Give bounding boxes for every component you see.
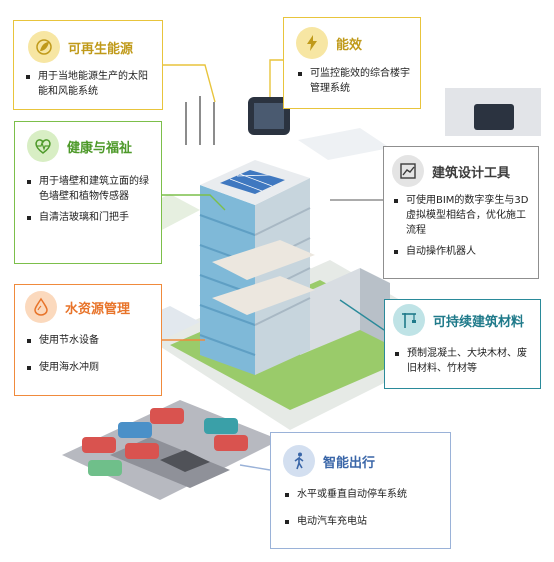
water-management-panel: 水资源管理 使用节水设备 使用海水冲厕: [14, 284, 162, 396]
list-item: 电动汽车充电站: [283, 514, 443, 529]
cutaway-floor-1: [212, 240, 315, 280]
smart-mobility-panel: 智能出行 水平或垂直自动停车系统 电动汽车充电站: [270, 432, 451, 549]
list-item: 自清洁玻璃和门把手: [25, 210, 155, 225]
parked-cars: [82, 408, 248, 476]
panel-title: 能效: [336, 37, 363, 53]
health-wellbeing-panel: 健康与福祉 用于墙壁和建筑立面的绿色墙壁和植物传感器 自清洁玻璃和门把手: [14, 121, 162, 264]
panel-title: 智能出行: [323, 455, 376, 471]
lightning-icon: [296, 27, 328, 59]
list-item: 用于墙壁和建筑立面的绿色墙壁和植物传感器: [25, 174, 155, 204]
panel-title: 健康与福祉: [67, 140, 133, 156]
panel-list: 预制混凝土、大块木材、废旧材料、竹材等: [393, 346, 535, 382]
list-item: 可监控能效的综合楼宇管理系统: [296, 66, 414, 96]
list-item: 水平或垂直自动停车系统: [283, 487, 443, 502]
annex-side: [360, 268, 390, 345]
list-item: 自动操作机器人: [392, 244, 534, 259]
design-chart-icon: [392, 155, 424, 187]
tower-right-face: [255, 178, 310, 375]
panel-list: 可监控能效的综合楼宇管理系统: [296, 66, 414, 102]
list-item: 预制混凝土、大块木材、废旧材料、竹材等: [393, 346, 535, 376]
design-tools-panel: 建筑设计工具 可使用BIM的数字孪生与3D虚拟模型相结合，优化施工流程 自动操作…: [383, 146, 539, 279]
panel-title: 水资源管理: [65, 301, 131, 317]
solar-panel-grid: [229, 173, 273, 192]
energy-efficiency-panel: 能效 可监控能效的综合楼宇管理系统: [283, 17, 421, 109]
panel-list: 用于当地能源生产的太阳能和风能系统: [24, 69, 156, 105]
bms-display: [254, 103, 284, 129]
panel-title: 可持续建筑材料: [433, 314, 525, 330]
annex-front: [300, 268, 360, 355]
panel-list: 水平或垂直自动停车系统 电动汽车充电站: [283, 487, 443, 535]
panel-list: 用于墙壁和建筑立面的绿色墙壁和植物传感器 自清洁玻璃和门把手: [25, 174, 155, 231]
tower-left-face: [200, 185, 255, 375]
list-item: 使用节水设备: [25, 333, 155, 348]
cutaway-floor-2: [212, 276, 315, 315]
walking-person-icon: [283, 445, 315, 477]
list-item: 用于当地能源生产的太阳能和风能系统: [24, 69, 156, 99]
solar-panels: [220, 170, 285, 194]
renewable-energy-panel: 可再生能源 用于当地能源生产的太阳能和风能系统: [13, 20, 163, 110]
lab-floor: [298, 128, 390, 160]
water-drop-icon: [25, 291, 57, 323]
list-item: 使用海水冲厕: [25, 360, 155, 375]
panel-list: 使用节水设备 使用海水冲厕: [25, 333, 155, 381]
charging-pad: [160, 450, 210, 472]
wind-turbines: [185, 96, 215, 145]
panel-list: 可使用BIM的数字孪生与3D虚拟模型相结合，优化施工流程 自动操作机器人: [392, 193, 534, 265]
heart-pulse-icon: [27, 130, 59, 162]
connector-lines: [162, 59, 385, 471]
panel-title: 建筑设计工具: [432, 165, 511, 181]
sustainable-materials-panel: 可持续建筑材料 预制混凝土、大块木材、废旧材料、竹材等: [384, 299, 541, 389]
leaf-globe-icon: [28, 31, 60, 63]
crane-icon: [393, 304, 425, 336]
tablet: [474, 104, 514, 130]
panel-title: 可再生能源: [68, 41, 134, 57]
list-item: 可使用BIM的数字孪生与3D虚拟模型相结合，优化施工流程: [392, 193, 534, 238]
